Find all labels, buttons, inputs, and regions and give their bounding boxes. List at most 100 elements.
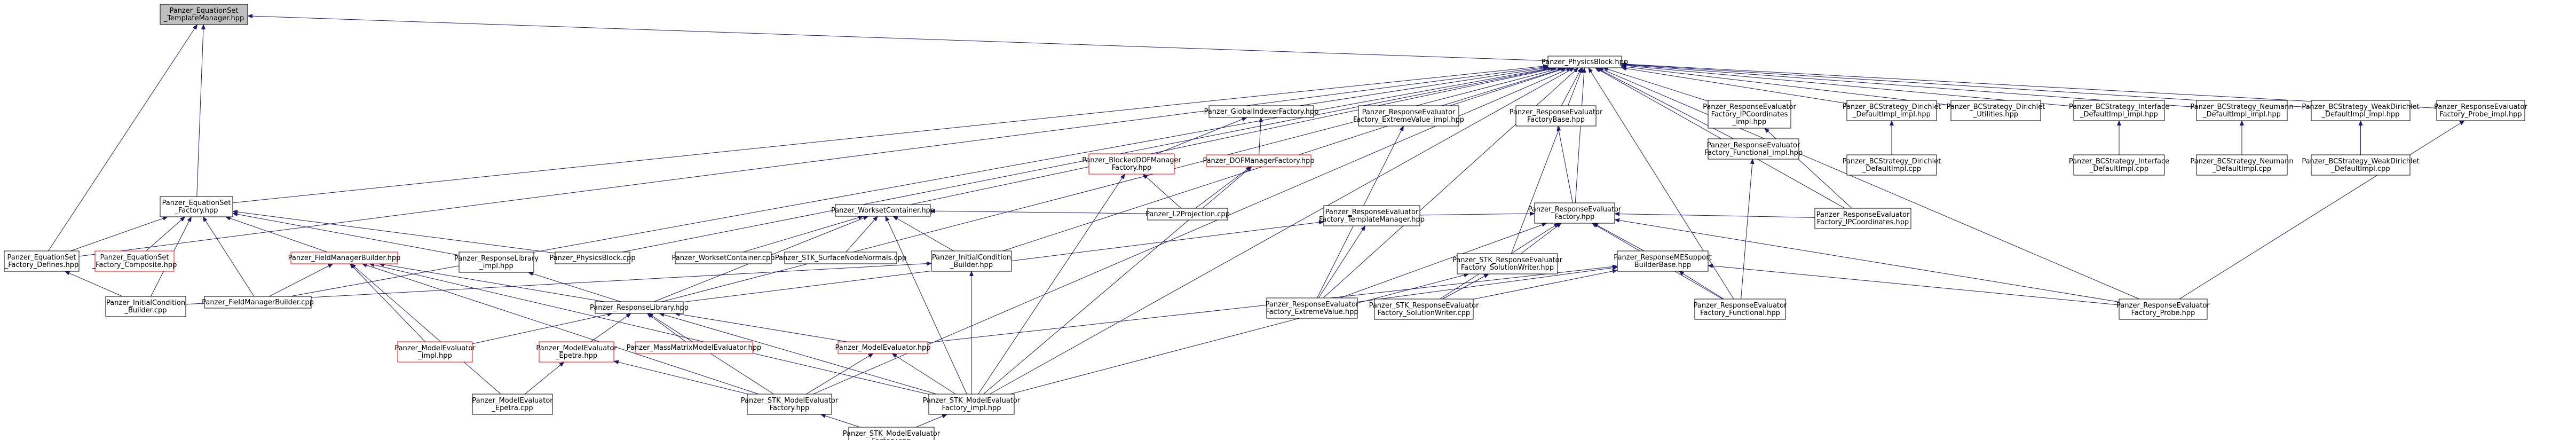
node-reprobeimpl[interactable]: Panzer_ResponseEvaluatorFactory_Probe_im… <box>2434 100 2527 121</box>
node-reprobe[interactable]: Panzer_ResponseEvaluatorFactory_Probe.hp… <box>2116 298 2210 320</box>
node-ifcpp[interactable]: Panzer_BCStrategy_Interface_DefaultImpl.… <box>2069 154 2169 176</box>
node-label-line: Panzer_ResponseEvaluator <box>1707 142 1800 150</box>
node-neuimpl[interactable]: Panzer_BCStrategy_Neumann_DefaultImpl_im… <box>2190 100 2294 121</box>
node-rl[interactable]: Panzer_ResponseLibrary.hpp <box>590 301 689 314</box>
node-icb[interactable]: Panzer_InitialCondition_Builder.hpp <box>931 250 1012 272</box>
node-reextimpl[interactable]: Panzer_ResponseEvaluatorFactory_ExtremeV… <box>1353 105 1464 127</box>
node-label-line: _DefaultImpl_impl.hpp <box>1852 111 1931 119</box>
node-wsc[interactable]: Panzer_WorksetContainer.hpp <box>831 204 935 217</box>
node-label-line: _Factory_Composite.hpp <box>92 261 177 269</box>
node-label-line: Panzer_BlockedDOFManager <box>1082 156 1181 164</box>
node-refunc[interactable]: Panzer_ResponseEvaluatorFactory_Function… <box>1694 298 1787 320</box>
node-meimpl[interactable]: Panzer_ModelEvaluator_impl.hpp <box>394 341 476 363</box>
node-dircpp[interactable]: Panzer_BCStrategy_Dirichlet_DefaultImpl.… <box>1843 154 1941 176</box>
node-me[interactable]: Panzer_ModelEvaluator.hpp <box>835 341 931 354</box>
node-label-line: Panzer_ResponseLibrary.hpp <box>590 304 689 312</box>
node-label-line: Panzer_EquationSet <box>100 254 169 262</box>
node-stkmefimpl[interactable]: Panzer_STK_ModelEvaluatorFactory_impl.hp… <box>923 394 1021 415</box>
node-pb[interactable]: Panzer_PhysicsBlock.hpp <box>1542 56 1628 68</box>
node-label-line: Panzer_InitialCondition <box>932 254 1011 262</box>
node-label-line: Panzer_STK_ModelEvaluator <box>923 397 1021 405</box>
edge-dirutil-to-pb <box>1621 65 1951 106</box>
node-label-line: _DefaultImpl_impl.hpp <box>2080 111 2158 119</box>
edge-mmme-to-rl <box>646 313 686 342</box>
node-l2[interactable]: Panzer_L2Projection.cpp <box>1145 208 1230 221</box>
node-rlimpl[interactable]: Panzer_ResponseLibrary_impl.hpp <box>454 252 539 273</box>
edge-reprobe-to-rmes <box>1708 264 2120 305</box>
node-esfdef[interactable]: Panzer_EquationSet_Factory_Defines.hpp <box>4 250 80 272</box>
node-box <box>1846 100 1937 121</box>
node-refuncimpl[interactable]: Panzer_ResponseEvaluatorFactory_Function… <box>1704 138 1803 160</box>
node-reext[interactable]: Panzer_ResponseEvaluatorFactory_ExtremeV… <box>1266 297 1359 319</box>
node-label-line: Panzer_ResponseEvaluator <box>1816 211 1910 219</box>
node-neucpp[interactable]: Panzer_BCStrategy_Neumann_DefaultImpl.cp… <box>2190 154 2294 176</box>
node-stkresw[interactable]: Panzer_STK_ResponseEvaluatorFactory_Solu… <box>1452 253 1563 274</box>
edge-stkmefcpp-to-stkmefimpl <box>915 414 947 428</box>
node-fmbcpp[interactable]: Panzer_FieldManagerBuilder.cpp <box>202 296 314 309</box>
node-pbcpp[interactable]: Panzer_PhysicsBlock.cpp <box>549 252 636 264</box>
node-ifimpl[interactable]: Panzer_BCStrategy_Interface_DefaultImpl_… <box>2069 100 2169 121</box>
node-fmb[interactable]: Panzer_FieldManagerBuilder.hpp <box>288 252 401 264</box>
node-dof[interactable]: Panzer_DOFManagerFactory.hpp <box>1203 154 1315 167</box>
node-dirimpl[interactable]: Panzer_BCStrategy_Dirichlet_DefaultImpl_… <box>1843 100 1941 121</box>
node-box <box>2073 154 2165 176</box>
edge-ifimpl-to-pb <box>1621 64 2074 107</box>
node-esfcomp[interactable]: Panzer_EquationSet_Factory_Composite.hpp <box>92 250 177 272</box>
node-gif[interactable]: Panzer_GlobalIndexerFactory.hpp <box>1204 105 1319 118</box>
node-icbcpp[interactable]: Panzer_InitialCondition_Builder.cpp <box>105 296 186 317</box>
node-box <box>2073 100 2165 121</box>
edge-meimpl-to-rl <box>472 312 613 344</box>
node-box <box>747 394 832 415</box>
node-label-line: Panzer_BCStrategy_Neumann <box>2190 158 2293 166</box>
node-label-line: Panzer_ModelEvaluator <box>536 344 617 352</box>
node-retm[interactable]: Panzer_ResponseEvaluatorFactory_Template… <box>1319 205 1425 226</box>
node-label-line: _impl.hpp <box>417 352 452 360</box>
node-reipch[interactable]: Panzer_ResponseEvaluatorFactory_IPCoordi… <box>1814 208 1911 229</box>
node-label-line: Panzer_FieldManagerBuilder.cpp <box>202 298 314 307</box>
node-label-line: Panzer_STK_ResponseEvaluator <box>1452 256 1563 264</box>
node-label-line: Panzer_BCStrategy_Dirichlet <box>1843 103 1941 111</box>
edge-icbcpp-to-esfdef <box>64 271 123 297</box>
node-box <box>1950 100 2041 121</box>
node-root[interactable]: Panzer_EquationSet_TemplateManager.hpp <box>160 4 248 25</box>
node-label-line: _Factory_Defines.hpp <box>4 261 79 269</box>
node-stksrn[interactable]: Panzer_STK_SurfaceNodeNormals.cpp <box>775 252 906 264</box>
node-dirutil[interactable]: Panzer_BCStrategy_Dirichlet_Utilities.hp… <box>1947 100 2045 121</box>
node-box <box>539 341 614 363</box>
node-label-line: Panzer_STK_SurfaceNodeNormals.cpp <box>775 254 906 262</box>
node-esf[interactable]: Panzer_EquationSet_Factory.hpp <box>160 196 233 217</box>
node-meep[interactable]: Panzer_ModelEvaluator_Epetra.hpp <box>536 341 617 363</box>
node-meepcpp[interactable]: Panzer_ModelEvaluator_Epetra.cpp <box>472 394 553 415</box>
node-reipc[interactable]: Panzer_ResponseEvaluatorFactory_IPCoordi… <box>1703 100 1796 129</box>
node-label-line: _DefaultImpl.cpp <box>2089 165 2148 173</box>
node-stkreswcpp[interactable]: Panzer_STK_ResponseEvaluatorFactory_Solu… <box>1369 298 1480 320</box>
node-label-line: _DefaultImpl_impl.hpp <box>2202 111 2281 119</box>
node-label-line: _impl.hpp <box>1732 118 1767 126</box>
edge-rmes-to-ref <box>1592 223 1645 252</box>
edge-meep-to-rl <box>590 313 631 342</box>
node-box <box>2196 154 2288 176</box>
edge-fmbcpp-to-esf <box>202 216 255 297</box>
edge-dirimpl-to-pb <box>1621 66 1847 104</box>
edge-reext-to-retm <box>1318 225 1366 298</box>
edge-rl-to-fmb <box>378 262 605 302</box>
edge-refunc-to-refuncimpl <box>1741 159 1755 300</box>
node-label-line: _DefaultImpl.cpp <box>2330 165 2390 173</box>
node-mmme[interactable]: Panzer_MassMatrixModelEvaluator.hpp <box>627 341 762 354</box>
node-wdimpl[interactable]: Panzer_BCStrategy_WeakDirichlet_DefaultI… <box>2302 100 2420 121</box>
node-label-line: Factory.hpp <box>770 404 810 412</box>
node-wsccpp[interactable]: Panzer_WorksetContainer.cpp <box>671 252 775 264</box>
node-wdcpp[interactable]: Panzer_BCStrategy_WeakDirichlet_DefaultI… <box>2302 154 2420 176</box>
edge-icb-to-wsc <box>892 216 954 252</box>
node-box <box>1208 105 1314 118</box>
edge-ref-to-pb <box>1575 67 1586 203</box>
node-box <box>290 252 398 264</box>
edge-pb-to-root <box>247 14 1548 61</box>
